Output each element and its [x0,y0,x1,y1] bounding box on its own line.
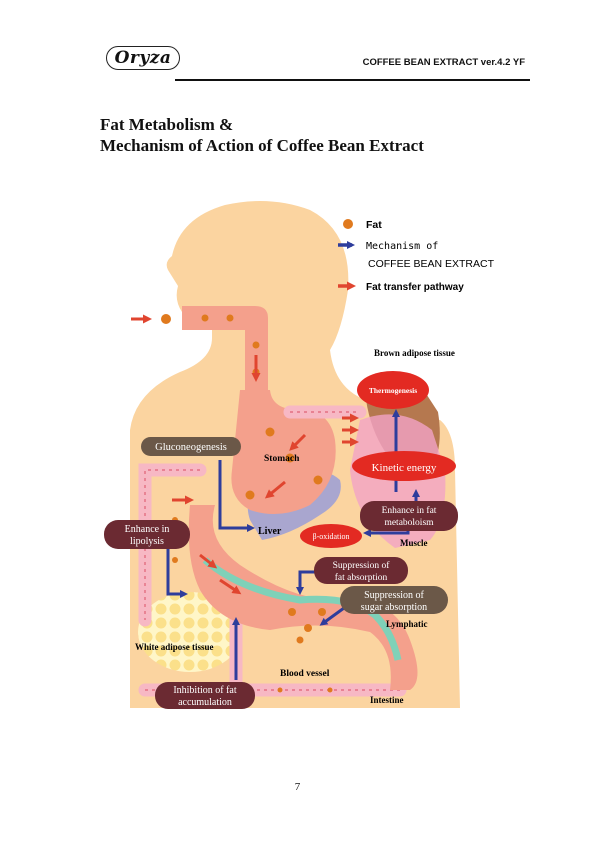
label-supp-sugar-2: sugar absorption [361,602,427,613]
label-kinetic-energy: Kinetic energy [372,462,437,474]
title-line-2: Mechanism of Action of Coffee Bean Extra… [100,136,424,155]
suppression-sugar-box: Suppression of sugar absorption [340,586,448,614]
label-inhibition-2: accumulation [178,697,232,708]
white-adipose-tissue [138,592,242,672]
label-muscle: Muscle [400,538,428,548]
legend-mechanism-label-2: COFFEE BEAN EXTRACT [368,258,495,270]
label-brown-adipose: Brown adipose tissue [374,348,455,358]
label-beta-oxidation: β-oxidation [313,532,350,541]
page-number: 7 [294,781,301,793]
fat-transfer-arrows [131,314,359,595]
suppression-fat-box: Suppression of fat absorption [314,557,408,584]
enhance-fat-metabolism-box: Enhance in fat metaboloism [360,501,458,531]
label-enhance-lipolysis-1: Enhance in [125,524,170,535]
label-gluconeogenesis: Gluconeogenesis [155,442,227,453]
legend-mechanism-label-1: Mechanism of [366,241,438,252]
thermogenesis-oval: Thermogenesis [357,371,429,409]
beta-oxidation-oval: β-oxidation [300,524,362,548]
legend-fat-label: Fat [366,219,382,231]
legend: Fat Mechanism of COFFEE BEAN EXTRACT Fat… [338,219,495,293]
gluconeogenesis-box: Gluconeogenesis [141,437,241,456]
oryza-logo: Oryza [106,46,180,70]
legend-pathway-label: Fat transfer pathway [366,282,464,293]
label-enhance-fat-metab-1: Enhance in fat [382,505,437,516]
label-enhance-lipolysis-2: lipolysis [130,536,164,547]
label-inhibition-1: Inhibition of fat [173,685,237,696]
label-supp-fat-2: fat absorption [335,572,388,583]
label-blood-vessel: Blood vessel [280,669,330,679]
esophagus [182,306,268,395]
label-intestine: Intestine [370,695,404,705]
label-stomach: Stomach [264,454,300,464]
label-supp-fat-1: Suppression of [333,560,391,571]
legend-fat-dot [343,219,353,229]
inhibition-box: Inhibition of fat accumulation [155,682,255,709]
enhance-lipolysis-box: Enhance in lipolysis [104,520,190,549]
stomach-organ [231,390,336,514]
label-liver: Liver [258,526,282,537]
title-line-1: Fat Metabolism & [100,115,234,134]
lymphatic-vessel [202,557,402,661]
header-title: COFFEE BEAN EXTRACT ver.4.2 YF [362,57,525,68]
label-supp-sugar-1: Suppression of [364,590,424,601]
label-lymphatic: Lymphatic [386,619,428,629]
kinetic-energy-oval: Kinetic energy [352,451,456,481]
label-thermogenesis: Thermogenesis [369,386,417,395]
blood-vessel-dashes [144,411,400,691]
label-enhance-fat-metab-2: metaboloism [384,518,434,528]
header-divider [175,79,530,81]
label-white-adipose: White adipose tissue [135,642,214,652]
page-title: Fat Metabolism & Mechanism of Action of … [100,114,424,156]
